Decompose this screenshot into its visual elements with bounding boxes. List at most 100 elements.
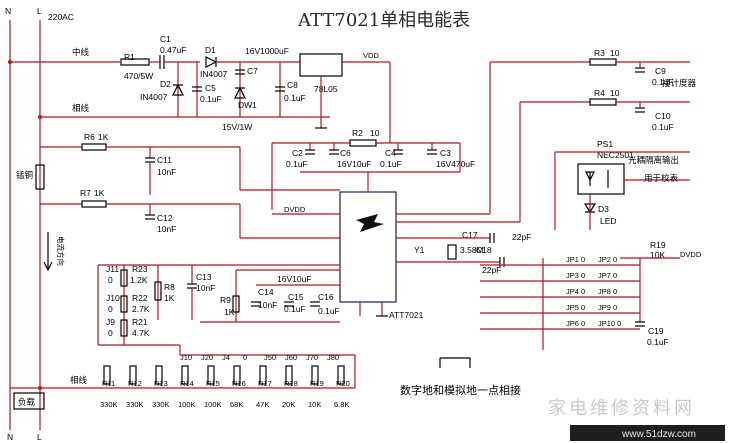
c11-value: 10nF xyxy=(157,167,176,177)
c18-value: 22pF xyxy=(482,265,501,275)
divider-resistor-label: R11 xyxy=(102,379,115,388)
c2-value: 0.1uF xyxy=(286,159,308,169)
opto-out-label: 光耦隔离输出 xyxy=(628,155,679,165)
r8-label: R8 xyxy=(164,282,175,292)
divider-jumper-label: 0 xyxy=(243,353,247,362)
c18-label: C18 xyxy=(476,245,492,255)
label-phase: 相线 xyxy=(72,103,90,113)
r3-label: R3 xyxy=(594,48,605,58)
jumper-label: JP4 0 xyxy=(566,287,585,296)
r4-label: R4 xyxy=(594,88,605,98)
dvdd-label: DVDD xyxy=(284,205,306,214)
jumper-label: JP6 0 xyxy=(566,319,585,328)
divider-jumper-label: J60 xyxy=(285,353,297,362)
d3-value: LED xyxy=(600,216,617,226)
divider-resistor xyxy=(337,365,345,385)
divider-resistor-value: 100K xyxy=(204,400,222,409)
c15-label: C15 xyxy=(288,292,304,302)
divider-resistor-value: 20K xyxy=(282,400,295,409)
r7-body xyxy=(81,200,107,208)
r2-label: R2 xyxy=(352,128,363,138)
jumper-label: JP3 0 xyxy=(566,271,585,280)
divider-jumper-label: J70 xyxy=(306,353,318,362)
r7-value: 1K xyxy=(94,188,105,198)
manganin-label: 锰铜 xyxy=(16,170,33,180)
divider-resistor-value: 68K xyxy=(230,400,243,409)
jumper-label: JP10 0 xyxy=(598,319,621,328)
mains-voltage: 220AC xyxy=(48,12,74,22)
c13-value: 10nF xyxy=(196,283,215,293)
divider-resistor xyxy=(233,365,241,385)
watermark-bar xyxy=(570,425,725,441)
r22-body xyxy=(120,295,128,313)
mains-n-top: N xyxy=(5,6,11,16)
ps1-label: PS1 xyxy=(597,139,613,149)
meter-conn-label: 接计度器 xyxy=(662,78,697,88)
r2-body xyxy=(349,139,377,147)
divider-resistor-label: R14 xyxy=(180,379,194,388)
divider-resistor xyxy=(259,365,267,385)
d1-label: D1 xyxy=(205,45,216,55)
divider-resistor xyxy=(129,365,137,385)
c3-label: C3 xyxy=(440,148,451,158)
divider-resistor-label: R16 xyxy=(232,379,246,388)
jumper-label: JP1 0 xyxy=(566,255,585,264)
watermark-text: 家电维修资料网 xyxy=(548,398,695,418)
divider-resistor xyxy=(155,365,163,385)
dw1-label: DW1 xyxy=(238,100,257,110)
r3-value: 10 xyxy=(610,48,620,58)
c15-value: 0.1uF xyxy=(284,304,306,314)
c19-value: 0.1uF xyxy=(647,337,669,347)
c9-value: 0.1uF xyxy=(652,77,674,87)
r22-label: R22 xyxy=(132,293,148,303)
j11-value: 0 xyxy=(108,275,113,285)
c1-label: C1 xyxy=(160,34,171,44)
c10-label: C10 xyxy=(655,111,671,121)
r1-value: 470/5W xyxy=(124,71,153,81)
manganin-shunt xyxy=(35,164,45,190)
c10-value: 0.1uF xyxy=(652,122,674,132)
divider-resistor-value: 10K xyxy=(308,400,321,409)
c4-label: C4 xyxy=(385,148,396,158)
r4-value: 10 xyxy=(610,88,620,98)
divider-jumper-label: J4 xyxy=(222,353,230,362)
r1-label: R1 xyxy=(124,52,135,62)
cap-16v10-label: 16V10uF xyxy=(277,274,312,284)
c9-label: C9 xyxy=(655,66,666,76)
c17-value: 22pF xyxy=(512,232,531,242)
j11-label: J11 xyxy=(106,264,119,274)
c11-label: C11 xyxy=(157,155,172,165)
c8-label: C8 xyxy=(287,80,298,90)
load-box xyxy=(13,392,45,410)
c2-label: C2 xyxy=(292,148,303,158)
ic-logo xyxy=(356,214,384,232)
c7-label: C7 xyxy=(247,66,258,76)
att7021-ic xyxy=(339,191,397,303)
ground-note: 数字地和模拟地一点相接 xyxy=(400,383,521,397)
ps1-value: NEC2501 xyxy=(597,150,634,160)
divider-resistor-label: R18 xyxy=(284,379,298,388)
cap-16v1000-label: 16V1000uF xyxy=(245,46,289,56)
r9-value: 1K xyxy=(224,307,235,317)
regulator-78l05 xyxy=(299,53,343,77)
dw1-value: 15V/1W xyxy=(222,122,252,132)
divider-jumper-label: J50 xyxy=(264,353,276,362)
c19-label: C19 xyxy=(648,326,664,336)
r23-label: R23 xyxy=(132,264,148,274)
r21-value: 4.7K xyxy=(132,328,150,338)
jumper-label: JP9 0 xyxy=(598,303,617,312)
divider-jumper-label: J10 xyxy=(180,353,192,362)
label-phase-bottom: 相线 xyxy=(70,375,88,385)
jumper-label: JP2 0 xyxy=(598,255,617,264)
r7-label: R7 xyxy=(80,188,91,198)
d2-symbol xyxy=(172,83,184,96)
divider-resistor xyxy=(285,365,293,385)
divider-jumper-label: J80 xyxy=(327,353,339,362)
r8-body xyxy=(154,281,162,301)
verify-label: 用于校表 xyxy=(644,173,679,183)
c4-value: 0.1uF xyxy=(380,159,402,169)
mains-l-bottom: L xyxy=(37,432,42,442)
